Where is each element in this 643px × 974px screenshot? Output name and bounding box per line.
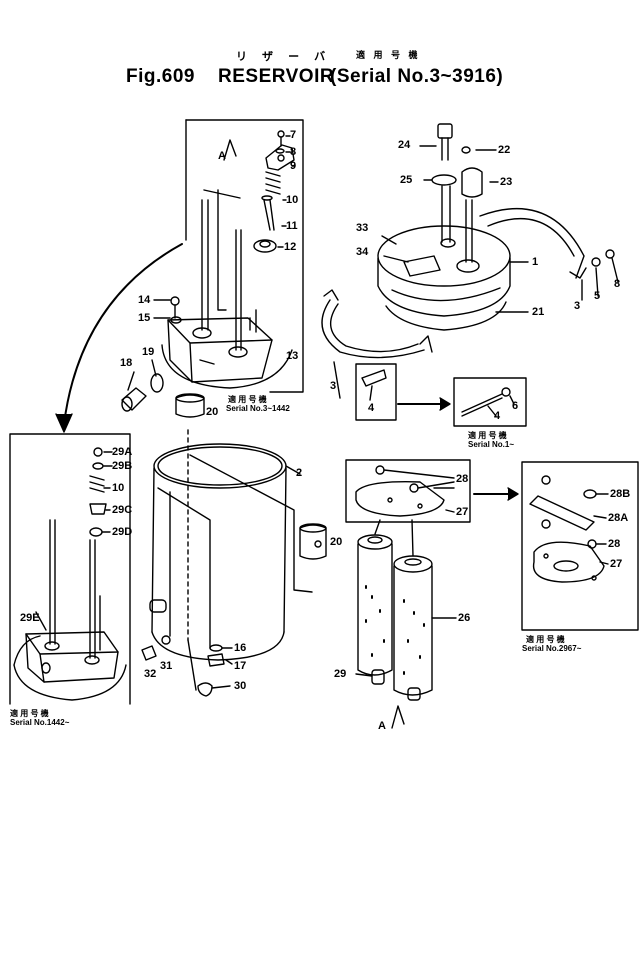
callout-label: 11 (286, 220, 298, 232)
callout-label: 30 (234, 680, 247, 692)
callout-label: 16 (234, 642, 247, 654)
inset-frame-serial-2967 (522, 462, 638, 630)
part-name: RESERVOIR (218, 66, 335, 87)
callout-label: 29E (20, 612, 40, 624)
callout-label: 29A (112, 446, 133, 458)
serial-japanese: 適 用 号 機 (356, 50, 421, 60)
callout-label: 29C (112, 504, 133, 516)
cup-20-upper (176, 394, 204, 417)
callout-label: 27 (456, 506, 469, 518)
callout-label: 1 (532, 256, 539, 268)
callout-label: 28B (610, 488, 631, 500)
callout-label: 23 (500, 176, 513, 188)
fitting-18-19 (122, 360, 163, 411)
callout-label: 28 (608, 538, 621, 550)
callout-label: 17 (234, 660, 247, 672)
callout-label: 10 (112, 482, 125, 494)
callout-label: 4 (368, 402, 375, 414)
callout-label: 3 (574, 300, 581, 312)
callout-label: 24 (398, 139, 411, 151)
inset-caption-jp: 適 用 号 機 (468, 431, 507, 440)
callout-label: 2 (296, 467, 303, 479)
callout-label: 29B (112, 460, 133, 472)
inset-caption-serial: Serial No.3~1442 (226, 404, 290, 413)
callout-label: 10 (286, 194, 299, 206)
inset-caption-serial: Serial No.1~ (468, 440, 515, 449)
inset-caption-jp: 適 用 号 機 (10, 709, 49, 718)
callout-label: 27 (610, 558, 623, 570)
callout-label: 3 (330, 380, 337, 392)
cover-1 (378, 124, 528, 330)
callout-label: 14 (138, 294, 151, 306)
callout-label: 18 (120, 357, 133, 369)
callout-label: 8 (290, 146, 297, 158)
callout-label: 20 (330, 536, 343, 548)
fig-number: Fig.609 (126, 66, 195, 87)
filter-elements-26 (356, 520, 456, 728)
arrow-label: A (218, 150, 226, 162)
callout-label: 8 (614, 278, 621, 290)
callout-label: 12 (284, 241, 297, 253)
valve-stack-7-12 (254, 131, 295, 252)
arrow-label: A (378, 720, 386, 732)
inset-caption-jp: 適 用 号 機 (526, 635, 565, 644)
callout-label: 28 (456, 473, 469, 485)
serial-range: (Serial No.3~3916) (330, 66, 504, 87)
callout-label: 25 (400, 174, 413, 186)
inset-caption-jp: 適 用 号 機 (228, 395, 267, 404)
callout-label: 34 (356, 246, 369, 258)
callout-label: 33 (356, 222, 369, 234)
filter-cover-27 (346, 460, 518, 522)
strap-band (480, 209, 618, 300)
callout-label: 6 (512, 400, 519, 412)
bolt-14-15 (154, 297, 181, 323)
callout-label: 15 (138, 312, 151, 324)
inset-caption-serial: Serial No.1442~ (10, 718, 70, 727)
callout-label: 29 (334, 668, 347, 680)
inset-frame-serial-3-1442 (186, 120, 303, 392)
callout-label: 21 (532, 306, 545, 318)
callout-label: 26 (458, 612, 471, 624)
cup-20-lower (300, 524, 326, 559)
drain-parts (142, 636, 232, 696)
callout-label: 22 (498, 144, 511, 156)
callout-label: 32 (144, 668, 157, 680)
callout-label: 19 (142, 346, 155, 358)
callout-label: 20 (206, 406, 219, 418)
callout-label: 5 (594, 290, 601, 302)
callout-label: 7 (290, 129, 297, 141)
arrow-to-left-inset (56, 244, 182, 432)
inset-frame-serial-1442 (10, 434, 130, 704)
inset-bolt-4 (356, 364, 526, 426)
clamp-band-3 (322, 290, 432, 398)
reservoir-head-early (162, 140, 292, 388)
callout-label: 4 (494, 410, 501, 422)
part-name-japanese: リ ザ ー バ (236, 51, 332, 63)
callout-label: 31 (160, 660, 173, 672)
reservoir-head-late (14, 448, 126, 700)
callout-label: 28A (608, 512, 629, 524)
callout-label: 13 (286, 350, 299, 362)
callout-label: 9 (290, 160, 297, 172)
callout-label: 29D (112, 526, 133, 538)
inset-caption-serial: Serial No.2967~ (522, 644, 582, 653)
tank-body-2 (150, 430, 312, 690)
